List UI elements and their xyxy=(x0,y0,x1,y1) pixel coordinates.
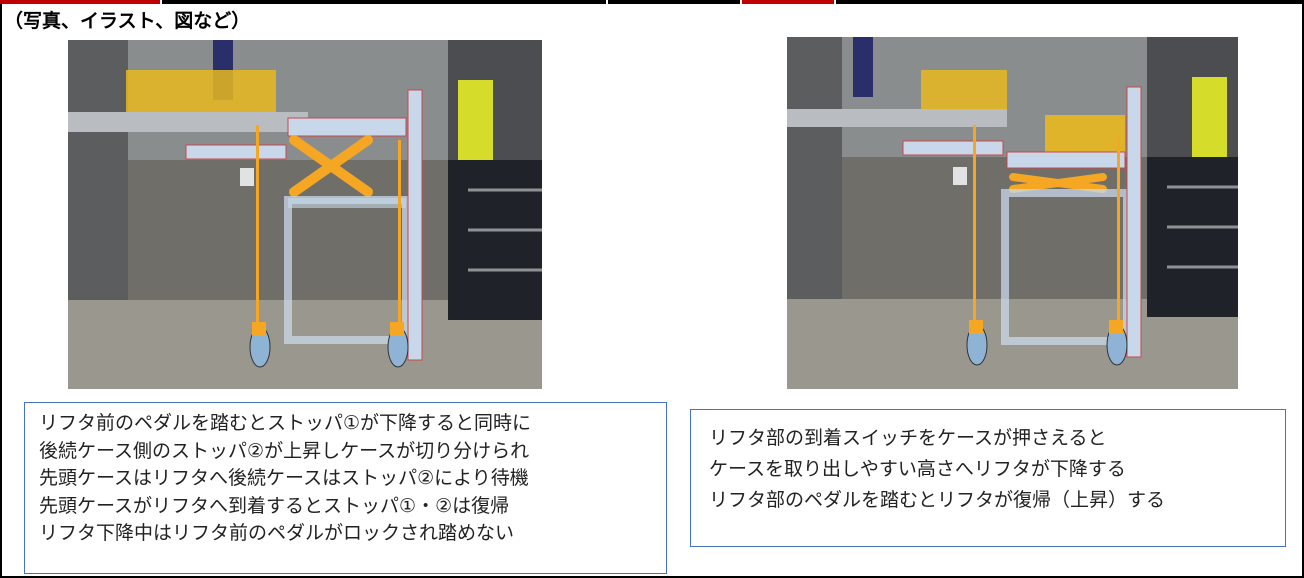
top-divider-2 xyxy=(606,0,608,4)
note-left-line-4: 先頭ケースがリフタへ到着するとストッパ①・②は復帰 xyxy=(39,494,510,517)
note-right-line-3: リフタ部のペダルを踏むとリフタが復帰（上昇）する xyxy=(709,489,1166,511)
top-divider-1 xyxy=(160,0,162,4)
note-left-line-5: リフタ下降中はリフタ前のペダルがロックされ踏めない xyxy=(39,522,515,544)
top-divider-4 xyxy=(834,0,836,4)
top-accent-left xyxy=(0,0,160,4)
lifter-lowered-photo xyxy=(787,37,1238,389)
note-left-line-3: 先頭ケースはリフタへ後続ケースはストッパ②により待機 xyxy=(39,467,529,489)
note-right: リフタ部の到着スイッチをケースが押さえると ケースを取り出しやすい高さへリフタが… xyxy=(690,409,1286,547)
note-right-line-1: リフタ部の到着スイッチをケースが押さえると xyxy=(709,427,1107,449)
top-divider-3 xyxy=(740,0,742,4)
note-left-line-1: リフタ前のペダルを踏むとストッパ①が下降すると同時に xyxy=(39,412,532,434)
note-right-line-2: ケースを取り出しやすい高さへリフタが下降する xyxy=(709,458,1126,480)
note-left: リフタ前のペダルを踏むとストッパ①が下降すると同時に 後続ケース側のストッパ②が… xyxy=(24,402,667,574)
lifter-raised-photo xyxy=(68,40,542,389)
figure-caption: （写真、イラスト、図など） xyxy=(4,10,251,32)
top-border xyxy=(0,0,1304,4)
note-left-line-2: 後続ケース側のストッパ②が上昇しケースが切り分けられ xyxy=(39,439,530,462)
top-accent-right xyxy=(742,0,834,4)
